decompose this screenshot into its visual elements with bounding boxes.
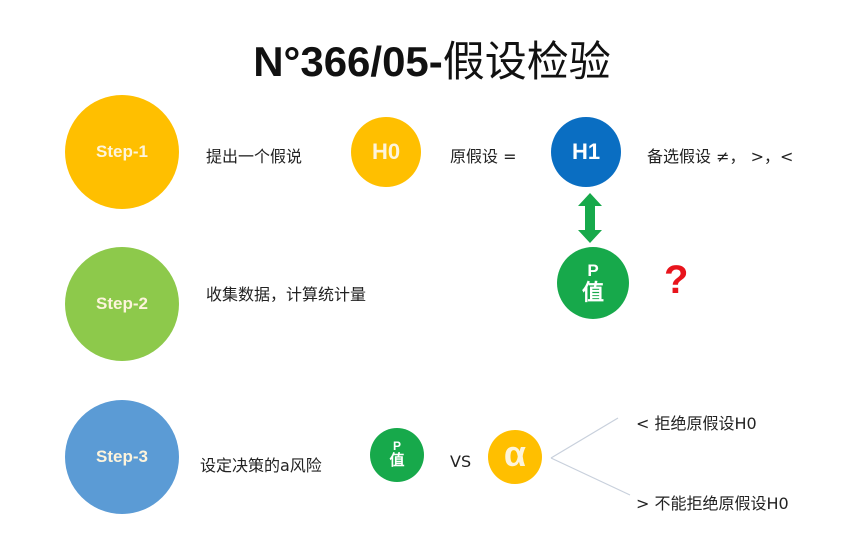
alpha-circle: α [488, 430, 542, 484]
question-mark-icon: ? [664, 258, 689, 302]
p-value-small-circle: P 值 [370, 428, 424, 482]
step-2-label: Step-2 [96, 294, 148, 313]
step-3-circle: Step-3 [65, 400, 179, 514]
h0-label: H0 [371, 139, 401, 164]
step-1-circle: Step-1 [65, 95, 179, 209]
alpha-symbol: α [503, 433, 527, 474]
h1-circle: H1 [551, 117, 621, 187]
branch-line-lower [550, 457, 631, 496]
title-prefix: N°366/05- [253, 38, 443, 85]
title-main: 假设检验 [442, 38, 611, 85]
step-3-description: 设定决策的a风险 [200, 456, 322, 475]
outcome-reject: < 拒绝原假设H0 [636, 414, 757, 433]
step-2-circle: Step-2 [65, 247, 179, 361]
step-1-label: Step-1 [96, 142, 148, 161]
p-value-small-letter: P [392, 439, 401, 454]
double-arrow-icon [578, 193, 602, 243]
branch-line-upper [550, 417, 619, 459]
p-value-circle: P 值 [557, 247, 629, 319]
step-3-label: Step-3 [96, 447, 148, 466]
p-value-small-char: 值 [389, 452, 405, 470]
step-1-description: 提出一个假说 [206, 147, 303, 166]
p-value-char: 值 [581, 280, 604, 306]
h1-description: 备选假设 ≠， >，< [647, 147, 794, 166]
step-2-description: 收集数据，计算统计量 [206, 285, 367, 304]
h0-circle: H0 [351, 117, 421, 187]
outcome-fail-to-reject: > 不能拒绝原假设H0 [636, 494, 789, 513]
vs-label: VS [450, 452, 472, 471]
p-value-letter: P [587, 260, 599, 280]
h1-label: H1 [571, 139, 601, 164]
h0-description: 原假设 = [450, 147, 517, 166]
page-title: N°366/05-假设检验 [0, 28, 864, 89]
